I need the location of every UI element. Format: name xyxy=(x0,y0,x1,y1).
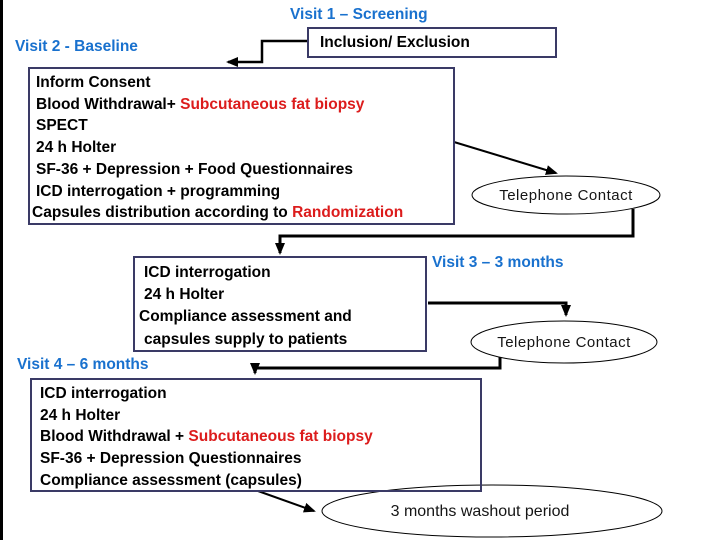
subcutaneous-fat-biopsy-text-2: Subcutaneous fat biopsy xyxy=(188,428,373,446)
visit2-baseline-label: Visit 2 - Baseline xyxy=(15,38,138,55)
baseline-line-capsules: Capsules distribution according to Rando… xyxy=(32,204,404,222)
month6-line-icd: ICD interrogation xyxy=(40,385,167,402)
month3-line-holter: 24 h Holter xyxy=(144,286,225,304)
baseline-line-blood-biopsy: Blood Withdrawal+ Subcutaneous fat biops… xyxy=(36,95,365,113)
month6-line-blood-biopsy: Blood Withdrawal + Subcutaneous fat biop… xyxy=(40,428,373,446)
subcutaneous-fat-biopsy-text: Subcutaneous fat biopsy xyxy=(180,95,365,113)
connector-month6-to-washout xyxy=(257,490,316,513)
month6-line-compliance: Compliance assessment (capsules) xyxy=(40,471,302,489)
telephone-contact-1-ellipse xyxy=(471,175,661,215)
baseline-line-inform-consent: Inform Consent xyxy=(36,74,151,91)
month6-line-questionnaires: SF-36 + Depression Questionnaires xyxy=(40,450,302,468)
inclusion-exclusion-label: Inclusion/ Exclusion xyxy=(320,34,470,51)
washout-period-label: 3 months washout period xyxy=(390,503,570,520)
month6-activities-box: ICD interrogation 24 h Holter Blood With… xyxy=(30,378,482,492)
baseline-line-icd: ICD interrogation + programming xyxy=(36,182,281,200)
month3-activities-box: ICD interrogation 24 h Holter Compliance… xyxy=(133,256,427,352)
connector-month3-to-telephone2 xyxy=(428,301,571,317)
visit4-6months-label: Visit 4 – 6 months xyxy=(17,356,149,373)
connector-telephone2-to-month6 xyxy=(250,357,502,375)
visit1-screening-label: Visit 1 – Screening xyxy=(290,6,428,23)
baseline-line-questionnaires: SF-36 + Depression + Food Questionnaires xyxy=(36,160,353,178)
month6-line-holter: 24 h Holter xyxy=(40,406,121,424)
inclusion-exclusion-box: Inclusion/ Exclusion xyxy=(307,27,557,58)
connector-baseline-to-telephone1 xyxy=(453,141,558,175)
slide-left-edge-line xyxy=(0,0,3,540)
month3-line-icd: ICD interrogation xyxy=(144,264,271,281)
month3-line-compliance: Compliance assessment and xyxy=(139,308,352,326)
baseline-activities-box: Inform Consent Blood Withdrawal+ Subcuta… xyxy=(28,67,455,225)
connector-telephone1-to-month3 xyxy=(275,209,635,255)
telephone-contact-1-label: Telephone Contact xyxy=(499,187,633,204)
telephone-contact-2-label: Telephone Contact xyxy=(497,334,631,351)
randomization-text: Randomization xyxy=(292,204,404,222)
month3-line-capsules-supply: capsules supply to patients xyxy=(144,330,348,348)
telephone-contact-2-ellipse xyxy=(470,320,658,364)
baseline-line-spect: SPECT xyxy=(36,117,88,135)
washout-ellipse xyxy=(321,484,663,538)
visit3-3months-label: Visit 3 – 3 months xyxy=(432,254,564,271)
connector-screening-to-baseline xyxy=(226,39,307,67)
baseline-line-holter: 24 h Holter xyxy=(36,139,117,157)
